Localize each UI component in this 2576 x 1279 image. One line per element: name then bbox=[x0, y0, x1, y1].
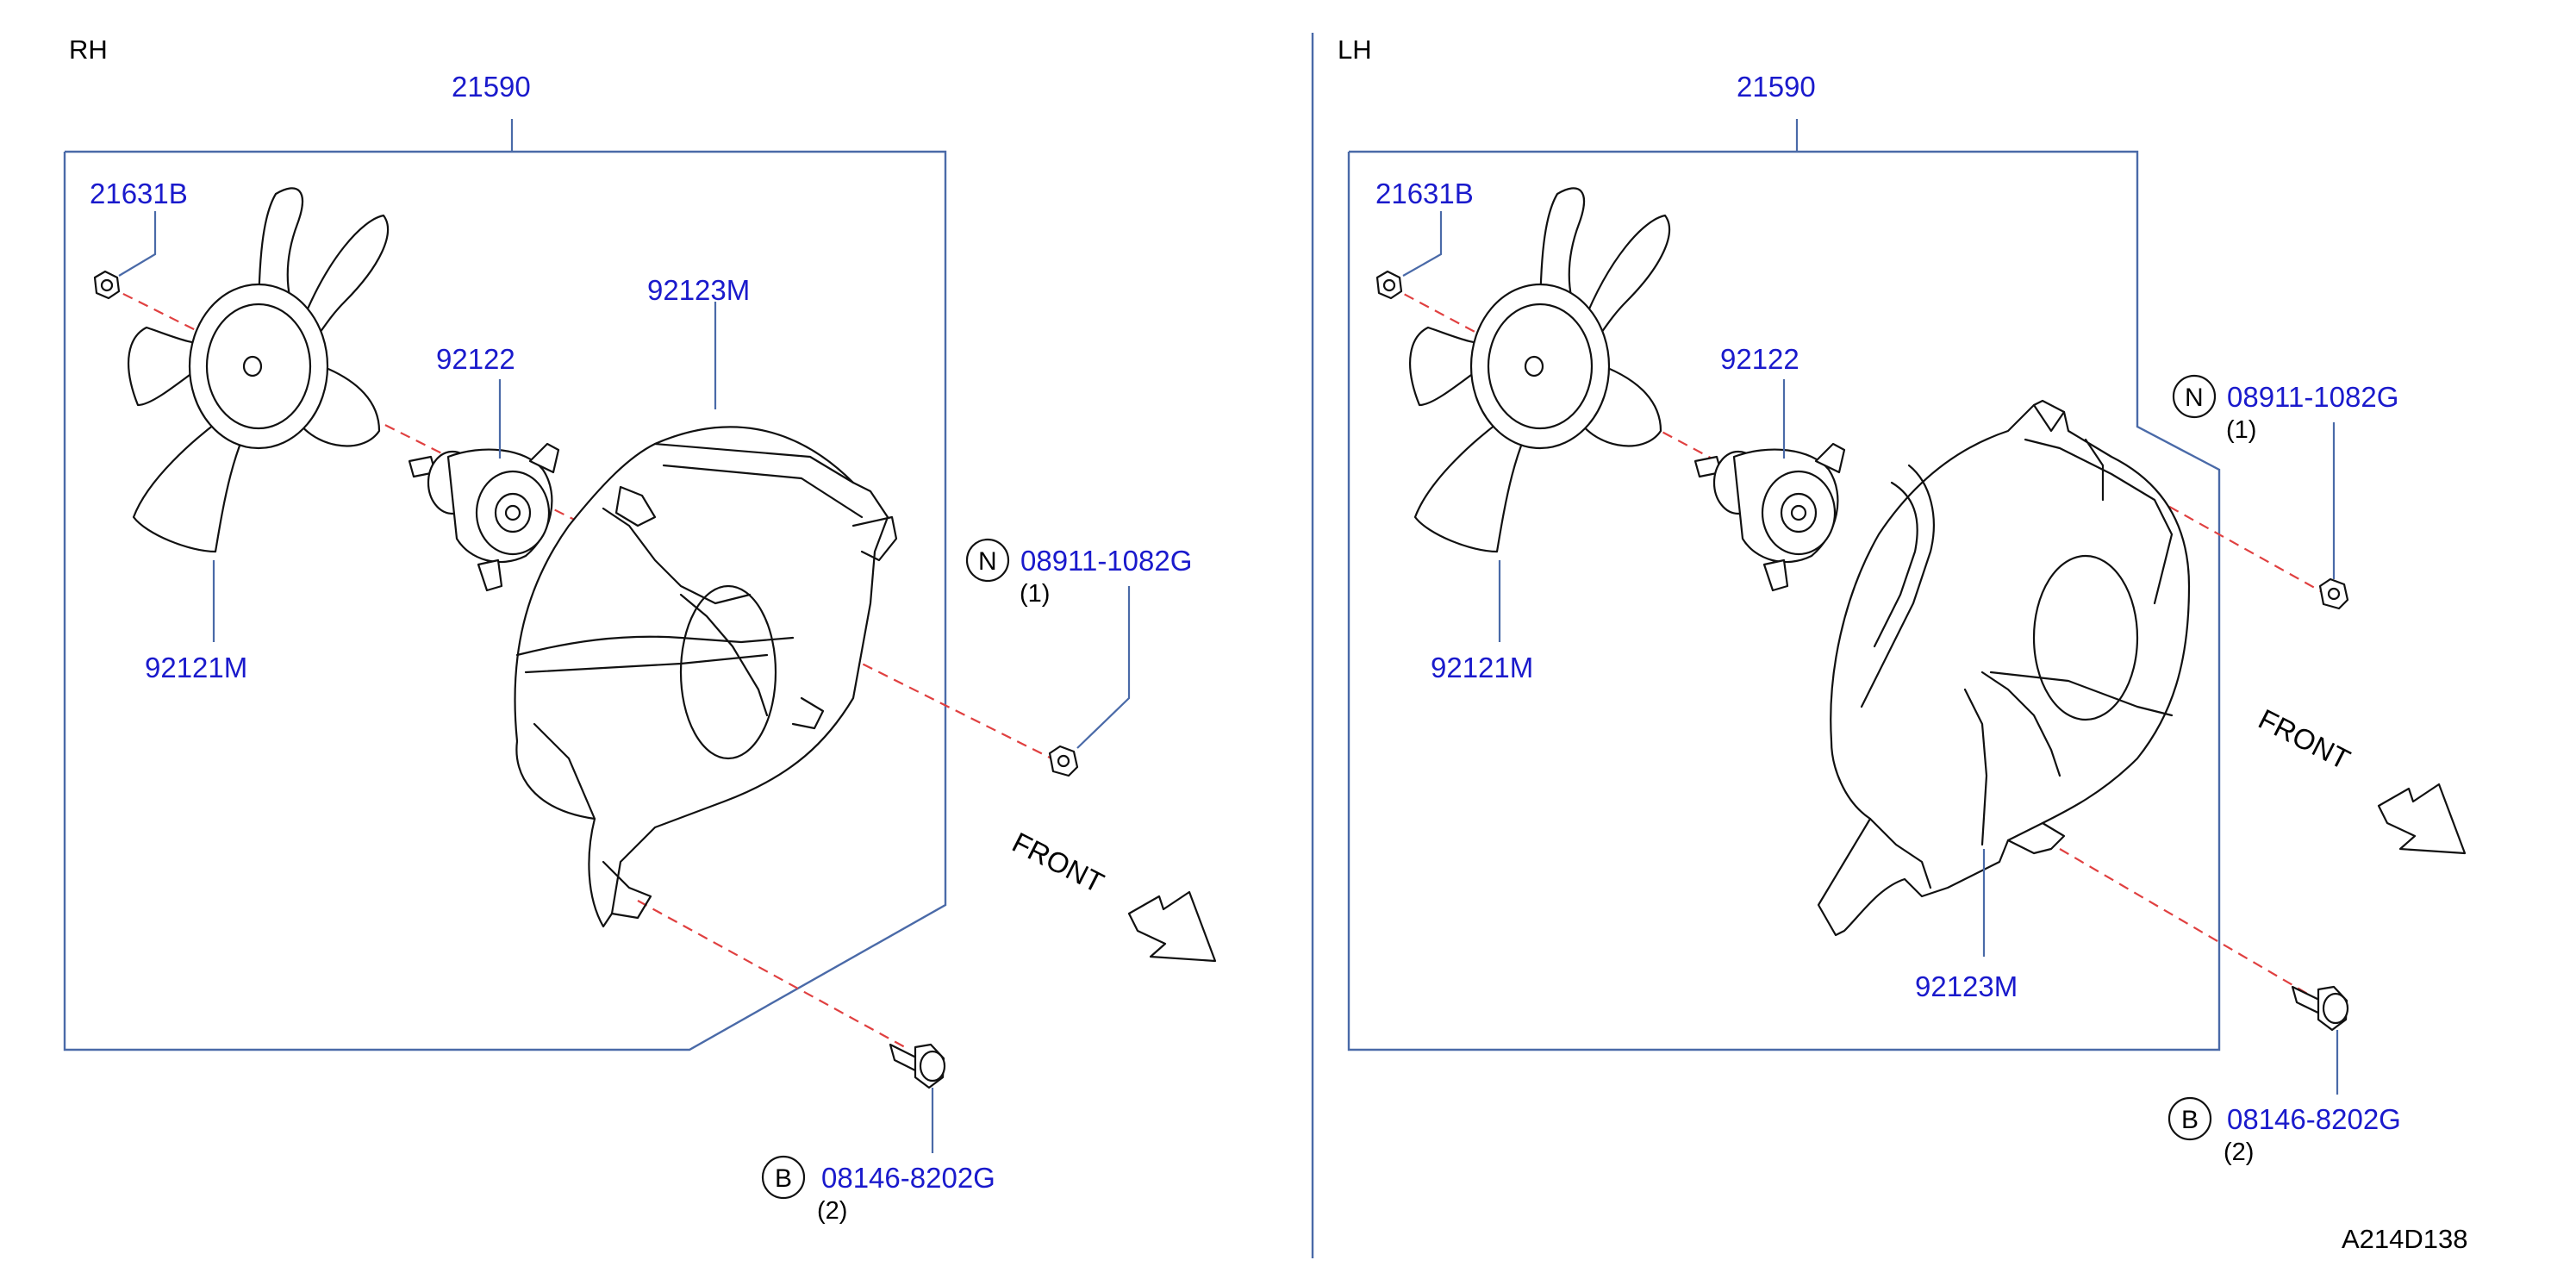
rh-assembly-frame bbox=[63, 150, 947, 1051]
lh-flange-bolt-icon[interactable] bbox=[2291, 985, 2349, 1032]
rh-motor-part-number[interactable]: 92122 bbox=[436, 343, 515, 375]
lh-bolt-fastener-number[interactable]: 08146-8202G bbox=[2227, 1103, 2401, 1135]
rh-bolt-quantity: (2) bbox=[817, 1197, 847, 1225]
rh-bolt-fastener-number[interactable]: 08146-8202G bbox=[821, 1162, 995, 1194]
rh-nut-leader bbox=[118, 211, 157, 277]
rh-panel: RH 21590 21631B 92121M bbox=[63, 34, 1217, 1225]
rh-fastener-nut-icon[interactable] bbox=[1048, 745, 1079, 777]
lh-motor-part-number[interactable]: 92122 bbox=[1720, 343, 1799, 375]
rh-fan-shroud-icon[interactable] bbox=[514, 426, 898, 928]
lh-nut-badge: N bbox=[2172, 374, 2217, 419]
lh-nut-quantity: (1) bbox=[2226, 416, 2256, 444]
lh-fan-blade-icon[interactable] bbox=[1409, 187, 1671, 553]
lh-panel: LH 21590 21631B 92121M bbox=[1338, 34, 2467, 1166]
lh-bolt-badge: B bbox=[2167, 1096, 2212, 1141]
rh-front-label: FRONT bbox=[1007, 826, 1109, 899]
rh-bolt-badge: B bbox=[761, 1155, 806, 1200]
lh-shroud-part-number[interactable]: 92123M bbox=[1915, 970, 2018, 1002]
lh-nut-fastener-number[interactable]: 08911-1082G bbox=[2227, 381, 2398, 413]
lh-side-label: LH bbox=[1338, 34, 1372, 65]
rh-nut-badge-letter: N bbox=[978, 547, 997, 576]
rh-shroud-part-number[interactable]: 92123M bbox=[647, 274, 750, 306]
rh-nut-quantity: (1) bbox=[1020, 580, 1050, 608]
rh-flange-bolt-icon[interactable] bbox=[889, 1043, 946, 1089]
rh-hex-nut-icon[interactable] bbox=[93, 270, 121, 300]
lh-assembly-frame bbox=[1347, 150, 2221, 1051]
rh-fan-blade-part-number[interactable]: 92121M bbox=[145, 652, 247, 683]
rh-nut-fastener-number[interactable]: 08911-1082G bbox=[1020, 545, 1192, 577]
diagram-id: A214D138 bbox=[2342, 1224, 2468, 1254]
rh-nut-part-number[interactable]: 21631B bbox=[90, 178, 188, 209]
lh-fastener-nut-icon[interactable] bbox=[2318, 577, 2349, 610]
rh-side-label: RH bbox=[69, 34, 108, 65]
lh-nut-part-number[interactable]: 21631B bbox=[1375, 178, 1474, 209]
rh-fan-motor-icon[interactable] bbox=[408, 442, 560, 592]
lh-bolt-axis-line bbox=[2059, 848, 2341, 1014]
lh-bolt-quantity: (2) bbox=[2224, 1139, 2254, 1166]
rh-nut-badge: N bbox=[965, 538, 1010, 583]
lh-nut-badge-letter: N bbox=[2185, 384, 2204, 412]
rh-bolt-badge-letter: B bbox=[775, 1164, 792, 1193]
lh-front-arrow-icon bbox=[2377, 783, 2467, 855]
lh-fan-shroud-icon[interactable] bbox=[1817, 399, 2191, 937]
rh-fastener-nut-leader bbox=[1076, 586, 1131, 749]
lh-fan-motor-icon[interactable] bbox=[1693, 442, 1846, 592]
lh-fan-blade-part-number[interactable]: 92121M bbox=[1431, 652, 1533, 683]
lh-assembly-number[interactable]: 21590 bbox=[1737, 71, 1816, 103]
lh-nut-leader bbox=[1402, 211, 1443, 277]
lh-hex-nut-icon[interactable] bbox=[1375, 270, 1403, 300]
rh-assembly-number[interactable]: 21590 bbox=[452, 71, 531, 103]
rh-fan-blade-icon[interactable] bbox=[128, 187, 390, 553]
lh-bolt-badge-letter: B bbox=[2181, 1106, 2199, 1134]
lh-front-label: FRONT bbox=[2254, 702, 2355, 776]
rh-front-arrow-icon bbox=[1127, 890, 1217, 963]
rh-bolt-axis-line bbox=[637, 900, 906, 1048]
lh-axis-line bbox=[1388, 285, 1806, 509]
